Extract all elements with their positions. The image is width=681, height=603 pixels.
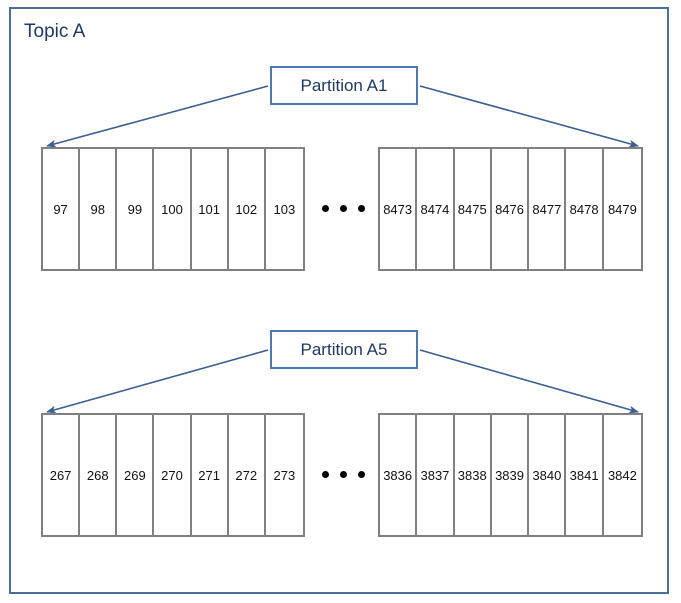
segment-cell[interactable]: 101: [191, 149, 229, 269]
segment-cell[interactable]: 3838: [454, 415, 492, 535]
segment-cell[interactable]: 267: [43, 415, 81, 535]
segment-cell[interactable]: 8476: [491, 149, 530, 269]
segment-cell[interactable]: 272: [228, 415, 266, 535]
ellipsis-a5: [322, 471, 365, 478]
segment-cell[interactable]: 8478: [566, 149, 604, 269]
partition-label-a1[interactable]: Partition A1: [270, 66, 418, 105]
ellipsis-dot-icon: [358, 205, 365, 212]
segment-table-a1-left: 97 98 99 100 101 102 103: [41, 147, 305, 271]
partition-label-a5[interactable]: Partition A5: [270, 330, 418, 369]
segment-cell[interactable]: 269: [117, 415, 155, 535]
ellipsis-dot-icon: [322, 471, 329, 478]
segment-cell[interactable]: 8479: [603, 149, 642, 269]
segment-cell[interactable]: 268: [80, 415, 118, 535]
segment-table-a1-right: 8473 8474 8475 8476 8477 8478 8479: [378, 147, 643, 271]
segment-cell[interactable]: 99: [117, 149, 155, 269]
segment-cell[interactable]: 8475: [454, 149, 492, 269]
segment-cell[interactable]: 270: [154, 415, 192, 535]
segment-table-a5-right: 3836 3837 3838 3839 3840 3841 3842: [378, 413, 643, 537]
segment-table-a5-left: 267 268 269 270 271 272 273: [41, 413, 305, 537]
partition-label-a1-text: Partition A1: [300, 75, 388, 95]
segment-cell[interactable]: 97: [43, 149, 81, 269]
ellipsis-dot-icon: [322, 205, 329, 212]
segment-cell[interactable]: 3836: [380, 415, 418, 535]
topic-title: Topic A: [24, 21, 86, 42]
segment-cell[interactable]: 3842: [603, 415, 642, 535]
segment-cell[interactable]: 8473: [380, 149, 418, 269]
ellipsis-dot-icon: [340, 471, 347, 478]
segment-cell[interactable]: 3839: [491, 415, 530, 535]
segment-cell[interactable]: 98: [80, 149, 118, 269]
segment-cell[interactable]: 271: [191, 415, 229, 535]
segment-cell[interactable]: 273: [265, 415, 303, 535]
segment-cell[interactable]: 8474: [417, 149, 455, 269]
segment-cell[interactable]: 3840: [529, 415, 567, 535]
segment-cell[interactable]: 8477: [529, 149, 567, 269]
segment-cell[interactable]: 3841: [566, 415, 604, 535]
ellipsis-dot-icon: [358, 471, 365, 478]
segment-cell[interactable]: 102: [228, 149, 266, 269]
partition-label-a5-text: Partition A5: [300, 339, 388, 359]
ellipsis-a1: [322, 205, 365, 212]
ellipsis-dot-icon: [340, 205, 347, 212]
segment-cell[interactable]: 3837: [417, 415, 455, 535]
segment-cell[interactable]: 103: [265, 149, 303, 269]
segment-cell[interactable]: 100: [154, 149, 192, 269]
